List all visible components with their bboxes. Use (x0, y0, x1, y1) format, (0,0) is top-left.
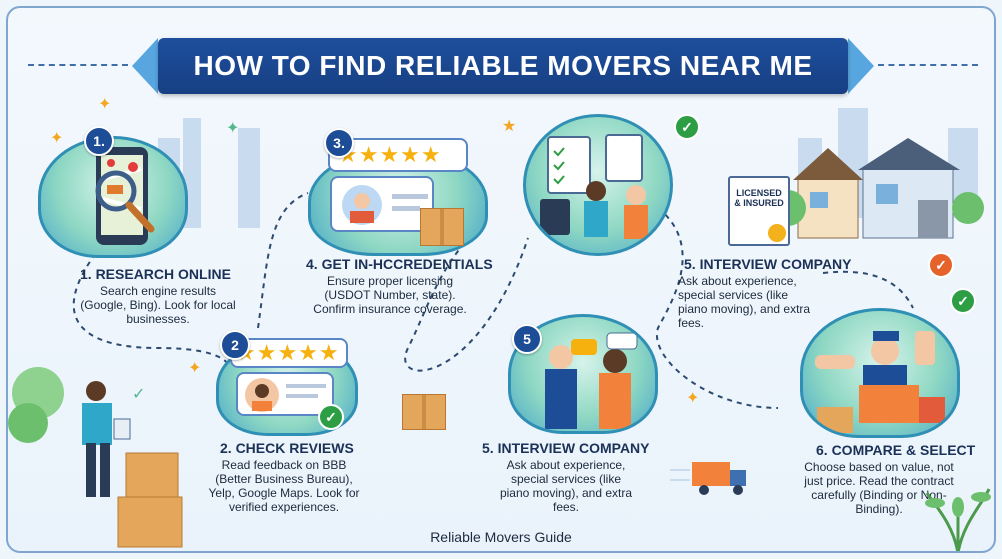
profile-card (330, 176, 434, 232)
license-line-2: & INSURED (734, 198, 784, 208)
sparkle-icon: ✦ (98, 96, 112, 113)
top-check-icon: ✓ (674, 114, 700, 140)
cardboard-box (420, 208, 464, 246)
license-seal-icon (768, 224, 786, 242)
title-banner: HOW TO FIND RELIABLE MOVERS NEAR ME (158, 38, 848, 94)
step-5-text: Ask about experience, special services (… (499, 458, 633, 514)
sparkle-icon: ★ (502, 118, 517, 135)
review-stars: ★★★★★ (236, 340, 340, 365)
step-3-title: 4. GET IN-HCCREDENTIALS (306, 256, 493, 272)
title-dashes-right (878, 64, 978, 66)
sparkle-icon: ✦ (50, 130, 64, 147)
profile-avatar (342, 185, 382, 225)
step-1-title: 1. RESEARCH ONLINE (80, 266, 231, 282)
step-6-text: Choose based on value, not just price. R… (804, 460, 954, 516)
step-5-title: 5. INTERVIEW COMPANY (482, 440, 650, 456)
conversation-icon (545, 332, 638, 429)
title-dashes-left (28, 64, 128, 66)
sparkle-icon: ✦ (188, 360, 202, 377)
sparkle-icon: ✦ (686, 390, 700, 407)
floating-box (402, 394, 446, 430)
rating-stars: ★★★★★ (338, 142, 442, 167)
handshake-icon (815, 331, 945, 433)
step-5-right-title: 5. INTERVIEW COMPANY (684, 256, 852, 272)
clipboard-icon (540, 134, 648, 239)
checklist-meeting-illustration (523, 114, 673, 256)
mover-person-illustration (8, 367, 183, 548)
sparkle-icon: ✓ (132, 386, 146, 403)
verified-check-icon: ✓ (318, 404, 344, 430)
step-2-title: 2. CHECK REVIEWS (220, 440, 354, 456)
footer-caption: Reliable Movers Guide (430, 529, 572, 545)
step-5-number: 5 (512, 324, 542, 354)
sparkle-icon: ✦ (226, 120, 240, 137)
step-3-number: 3. (324, 128, 354, 158)
page-title: HOW TO FIND RELIABLE MOVERS NEAR ME (193, 50, 813, 81)
handshake-illustration (800, 308, 960, 438)
license-certificate: LICENSED & INSURED (728, 176, 790, 246)
research-illustration (38, 136, 188, 258)
right-check-icon: ✓ (950, 288, 976, 314)
step-2-text: Read feedback on BBB (Better Business Bu… (208, 458, 360, 514)
plant-illustration (925, 488, 991, 551)
step-2-number: 2 (220, 330, 250, 360)
license-line-1: LICENSED (736, 188, 782, 198)
step-1-text: Search engine results (Google, Bing). Lo… (80, 284, 236, 326)
step-5-right-text: Ask about experience, special services (… (678, 274, 811, 330)
title-chevron-left (132, 38, 158, 94)
moving-truck-icon (670, 462, 746, 495)
step-3-text: Ensure proper licensing (USDOT Number, s… (313, 274, 467, 316)
x-mark-icon: ✓ (928, 252, 954, 278)
step-1-number: 1. (84, 126, 114, 156)
reviewer-avatar (245, 378, 279, 412)
phone-map-icon (95, 147, 155, 245)
infographic-frame: HOW TO FIND RELIABLE MOVERS NEAR ME 1. 1… (6, 6, 996, 553)
reviewer-card (236, 372, 334, 416)
interview-illustration (508, 314, 658, 434)
title-chevron-right (848, 38, 874, 94)
step-6-title: 6. COMPARE & SELECT (816, 442, 976, 458)
